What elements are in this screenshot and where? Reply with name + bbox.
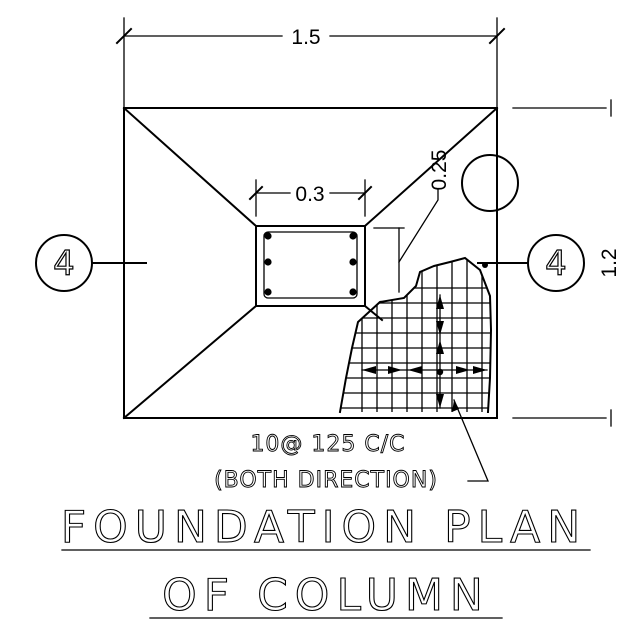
dimension-label-column-width: 0.3 bbox=[295, 183, 324, 206]
drawing-title: FOUNDATION PLAN OF COLUMN bbox=[60, 501, 591, 622]
dimension-footing-thickness: 0.25 bbox=[373, 150, 451, 293]
rebar-dot bbox=[349, 232, 357, 240]
dimension-right-edge: 1.2 bbox=[512, 99, 618, 427]
reinforcement-mesh bbox=[338, 256, 493, 414]
section-marker-left: 4 bbox=[35, 234, 147, 292]
rebar-dot bbox=[264, 258, 272, 266]
title-line-2: OF COLUMN bbox=[162, 570, 490, 621]
reference-circle bbox=[461, 154, 519, 212]
note-line-2: (BOTH DIRECTION) bbox=[214, 468, 438, 493]
rebar-dot bbox=[349, 258, 357, 266]
section-marker-left-label: 4 bbox=[53, 244, 75, 284]
title-line-1: FOUNDATION PLAN bbox=[61, 502, 587, 553]
dimension-footing-width: 1.5 bbox=[115, 17, 506, 109]
reinforcement-note: 10@ 125 C/C (BOTH DIRECTION) bbox=[214, 432, 438, 494]
dimension-label-footing-thickness: 0.25 bbox=[428, 150, 451, 191]
rebar-dot bbox=[349, 288, 357, 296]
rebar-dot bbox=[264, 288, 272, 296]
note-line-1: 10@ 125 C/C bbox=[250, 432, 405, 457]
column-pedestal bbox=[255, 225, 366, 307]
rebar-dot bbox=[264, 232, 272, 240]
section-marker-right-label: 4 bbox=[545, 244, 567, 284]
dimension-column-width: 0.3 bbox=[248, 179, 373, 217]
dimension-label-footing-width: 1.5 bbox=[291, 26, 320, 49]
section-marker-right: 4 bbox=[477, 234, 585, 292]
dimension-label-right-edge: 1.2 bbox=[598, 248, 618, 277]
note-leader bbox=[453, 399, 489, 482]
